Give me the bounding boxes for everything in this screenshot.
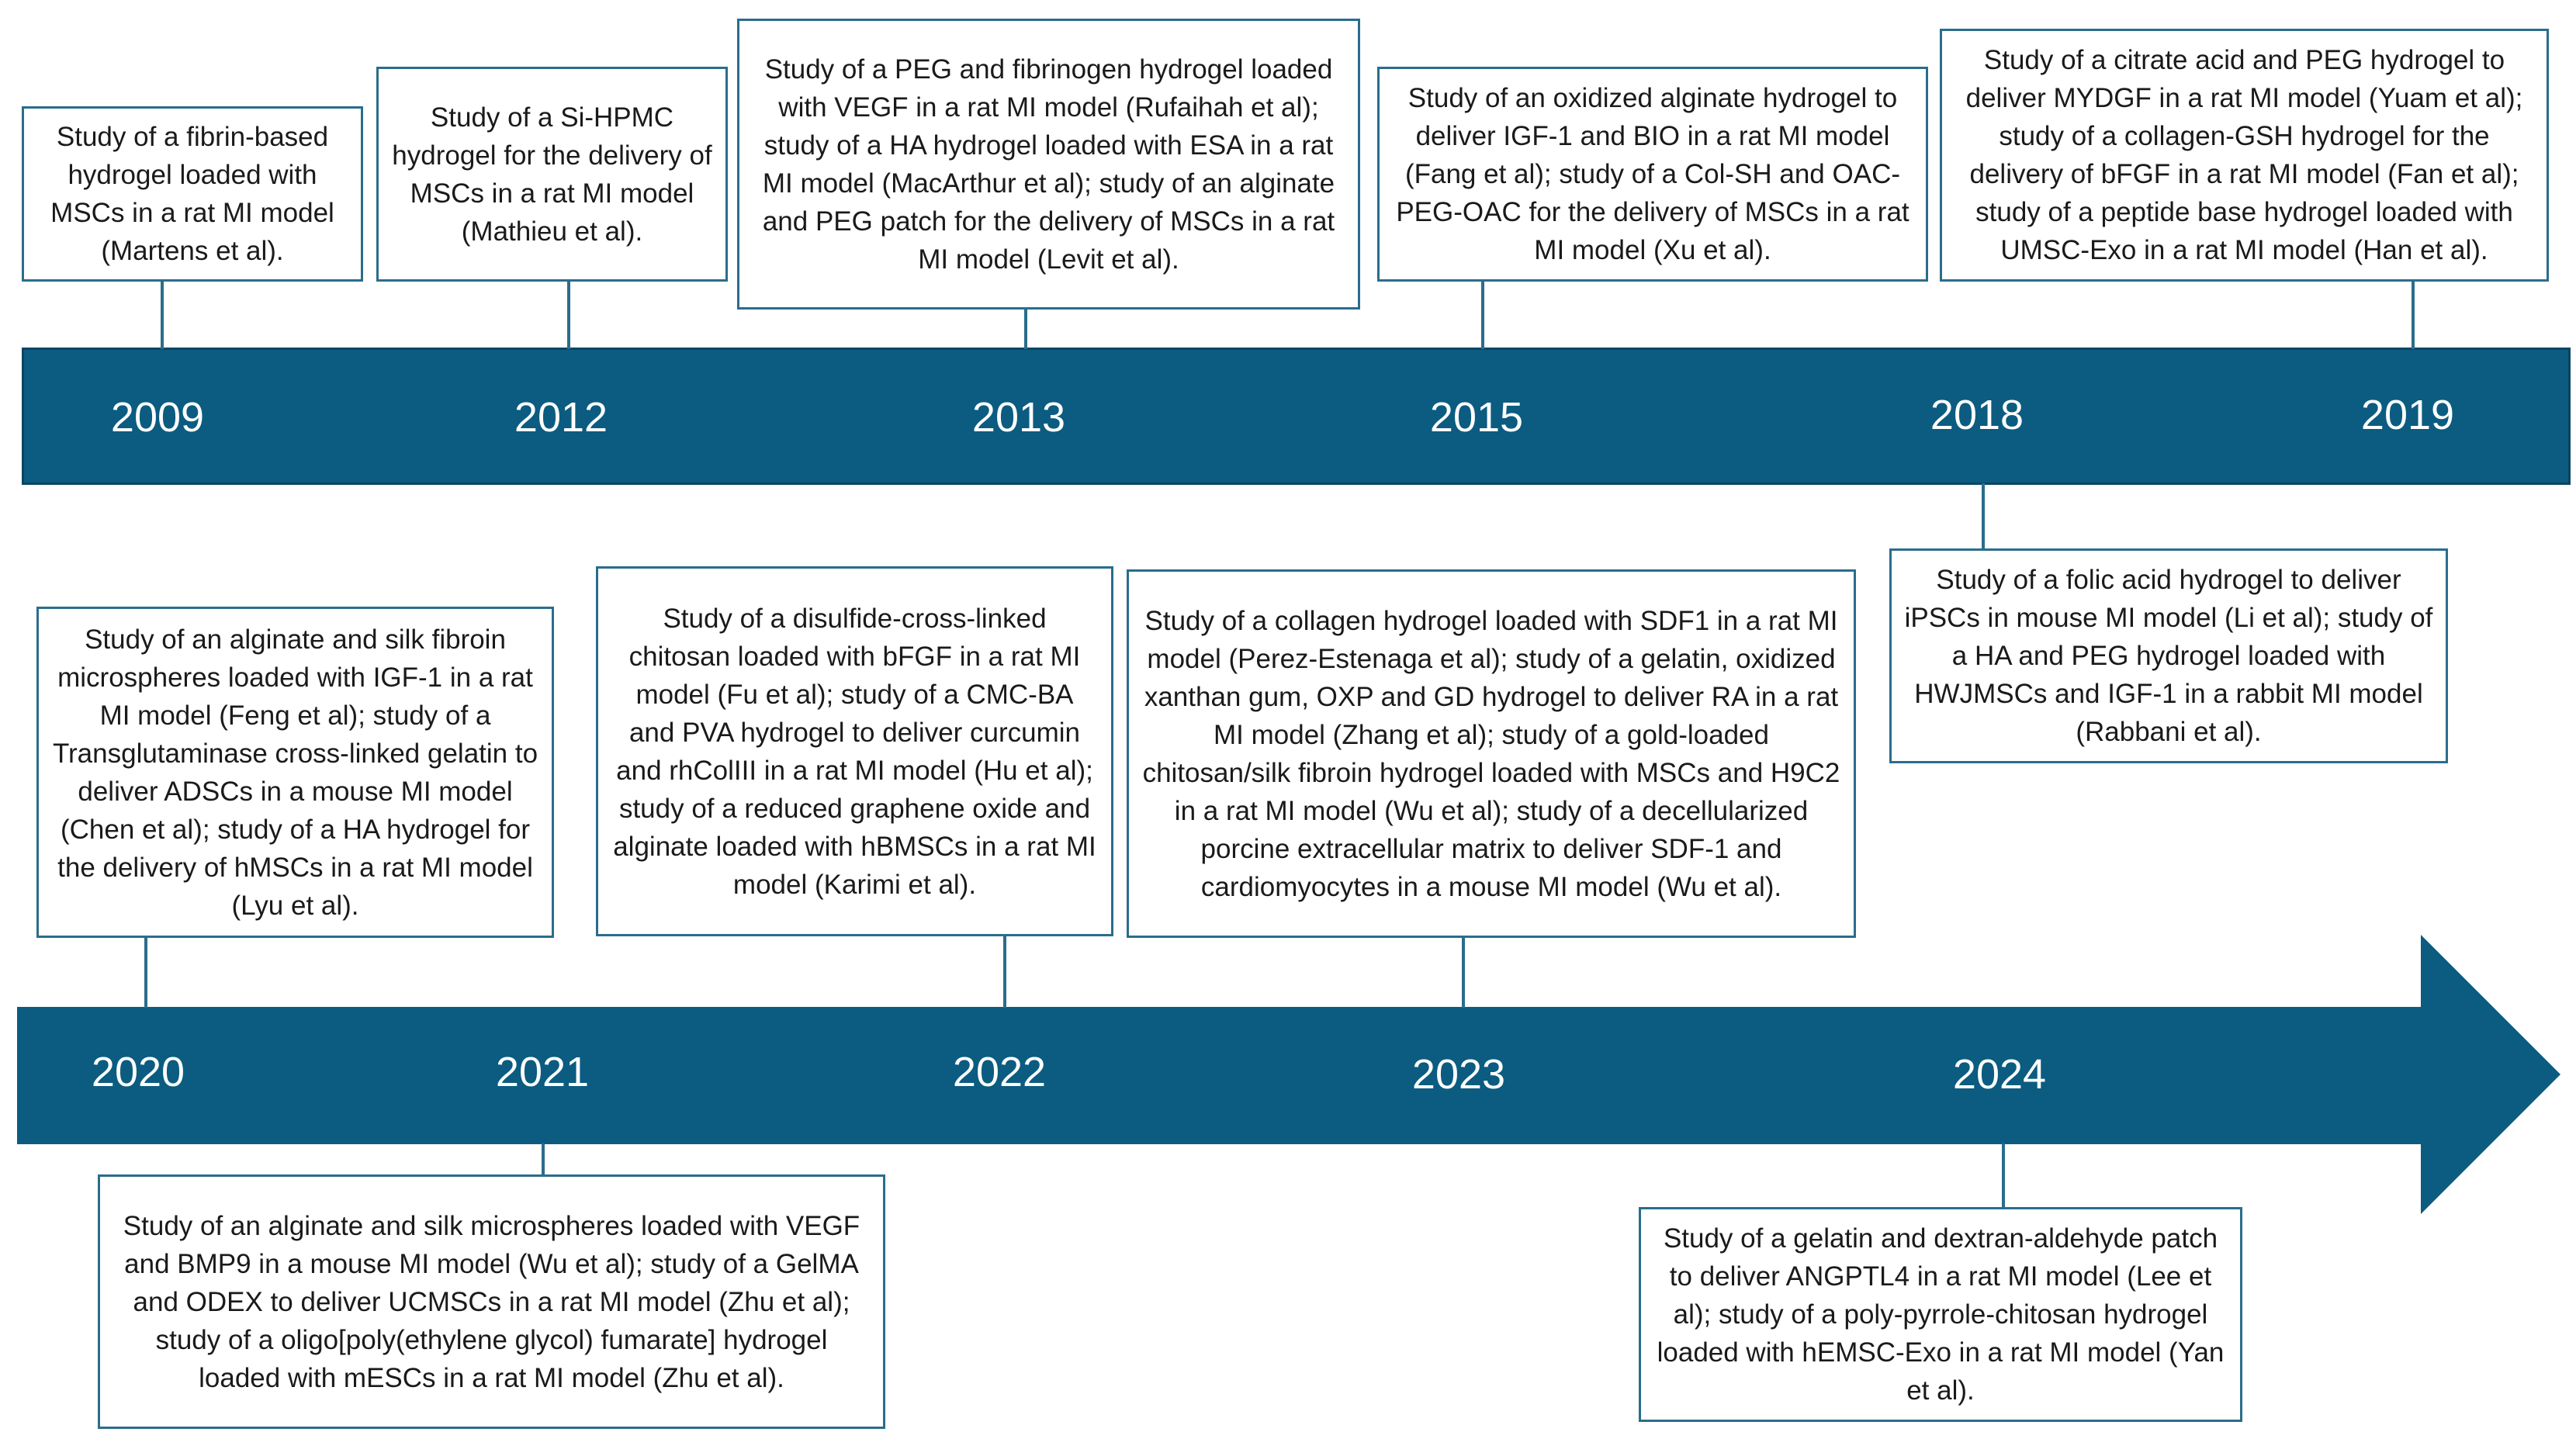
event-text: Study of a folic acid hydrogel to delive…: [1904, 565, 2433, 747]
event-text: Study of a gelatin and dextran-aldehyde …: [1657, 1223, 2225, 1406]
year-label: 2009: [110, 394, 205, 441]
year-label: 2024: [1952, 1051, 2047, 1098]
event-box-2021: Study of an alginate and silk microspher…: [98, 1174, 885, 1429]
year-label: 2012: [514, 394, 608, 441]
connector-2022: [1003, 935, 1006, 1008]
year-label: 2021: [495, 1049, 590, 1095]
connector-2020: [144, 936, 147, 1008]
connector-2012: [567, 281, 570, 349]
event-box-2019: Study of a citrate acid and PEG hydrogel…: [1940, 29, 2549, 282]
event-box-2009: Study of a fibrin-based hydrogel loaded …: [22, 106, 363, 282]
event-box-2020: Study of an alginate and silk fibroin mi…: [36, 607, 554, 938]
event-text: Study of a disulfide-cross-linked chitos…: [613, 603, 1096, 900]
year-label: 2022: [952, 1049, 1047, 1095]
year-label: 2019: [2360, 392, 2455, 438]
event-box-2018: Study of a folic acid hydrogel to delive…: [1889, 548, 2448, 763]
timeline-band-bottom: [17, 1007, 2422, 1144]
connector-2018: [1982, 483, 1985, 549]
event-box-2012: Study of a Si-HPMC hydrogel for the deli…: [376, 67, 728, 282]
year-label: 2013: [971, 394, 1066, 441]
event-text: Study of a fibrin-based hydrogel loaded …: [50, 122, 334, 266]
timeline-band-top: [22, 348, 2571, 485]
timeline-arrowhead: [2421, 935, 2560, 1214]
connector-2023: [1462, 936, 1465, 1008]
event-text: Study of a PEG and fibrinogen hydrogel l…: [762, 54, 1335, 275]
event-text: Study of an alginate and silk fibroin mi…: [52, 624, 538, 921]
event-text: Study of a collagen hydrogel loaded with…: [1142, 605, 1840, 902]
connector-2019: [2412, 281, 2415, 349]
event-box-2023: Study of a collagen hydrogel loaded with…: [1127, 569, 1856, 938]
year-label: 2023: [1411, 1051, 1506, 1098]
year-label: 2015: [1429, 394, 1524, 441]
event-text: Study of a Si-HPMC hydrogel for the deli…: [392, 102, 712, 247]
connector-2009: [161, 281, 164, 349]
event-box-2013: Study of a PEG and fibrinogen hydrogel l…: [737, 19, 1360, 310]
year-label: 2018: [1930, 392, 2024, 438]
event-box-2022: Study of a disulfide-cross-linked chitos…: [596, 566, 1113, 936]
connector-2024: [2002, 1143, 2005, 1208]
event-box-2024: Study of a gelatin and dextran-aldehyde …: [1639, 1207, 2242, 1422]
event-text: Study of an oxidized alginate hydrogel t…: [1396, 83, 1909, 265]
connector-2021: [542, 1143, 545, 1175]
connector-2013: [1024, 308, 1027, 349]
event-box-2015: Study of an oxidized alginate hydrogel t…: [1377, 67, 1928, 282]
connector-2015: [1481, 281, 1484, 349]
event-text: Study of a citrate acid and PEG hydrogel…: [1965, 45, 2523, 265]
year-label: 2020: [91, 1049, 185, 1095]
event-text: Study of an alginate and silk microspher…: [123, 1210, 860, 1393]
